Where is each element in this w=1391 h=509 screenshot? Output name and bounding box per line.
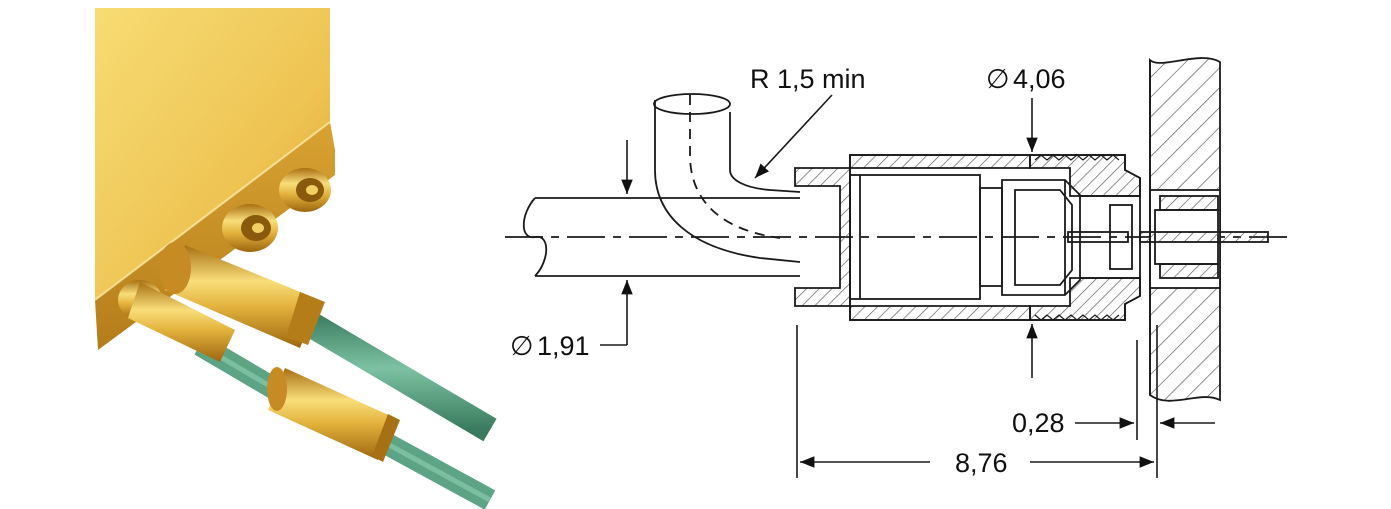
jack-middle bbox=[222, 204, 278, 252]
cable-bent bbox=[653, 93, 801, 263]
dimensions bbox=[600, 94, 1215, 478]
outer-diameter-symbol: ∅ bbox=[986, 64, 1010, 94]
sleeve-lower bbox=[267, 367, 400, 462]
cable-diameter-symbol: ∅ bbox=[510, 331, 534, 361]
dimension-labels: R 1,5 min ∅ 4,06 ∅ 1,91 0,28 8,76 bbox=[510, 64, 1066, 478]
gold-block-top bbox=[95, 8, 330, 300]
jack-rear bbox=[279, 168, 331, 212]
gap-label: 0,28 bbox=[1012, 408, 1065, 438]
green-cable-upper bbox=[293, 306, 497, 442]
outer-diameter-label: 4,06 bbox=[1013, 64, 1066, 94]
connector-photo bbox=[94, 8, 497, 509]
plug-front bbox=[118, 280, 235, 362]
cable-diameter-label: 1,91 bbox=[537, 331, 590, 361]
panel-jack bbox=[1139, 57, 1269, 402]
technical-drawing bbox=[505, 57, 1295, 478]
bend-radius-label: R 1,5 min bbox=[750, 64, 866, 94]
connector-body bbox=[849, 154, 1141, 321]
plug-upper bbox=[159, 242, 325, 348]
length-label: 8,76 bbox=[955, 448, 1008, 478]
